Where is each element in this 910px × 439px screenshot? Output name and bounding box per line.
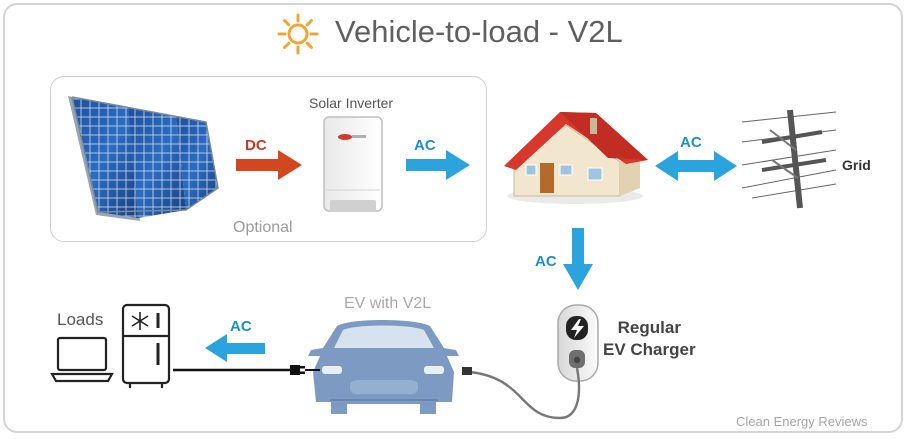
ac-label-car-loads: AC (230, 318, 252, 335)
ac-left-arrow-icon (205, 334, 265, 362)
ev-charger-icon (557, 304, 599, 382)
solar-inverter-label: Solar Inverter (309, 95, 394, 111)
solar-inverter-icon (323, 116, 383, 212)
ac-down-arrow-icon (563, 228, 593, 290)
ac-bidirectional-arrow-icon (655, 151, 737, 181)
car-icon (308, 320, 459, 414)
loads-label: Loads (57, 310, 104, 329)
diagram-title: Vehicle-to-load - V2L (335, 14, 623, 49)
house-icon (504, 112, 648, 204)
ac-label-house-charger: AC (535, 253, 557, 270)
solar-panel-icon (68, 96, 219, 221)
grid-pole-icon (741, 109, 837, 209)
ac-label-house-grid: AC (680, 134, 702, 151)
ac-label-inverter-house: AC (414, 137, 436, 154)
laptop-icon (50, 336, 114, 383)
charger-cable (469, 367, 581, 420)
ac-arrow-icon (406, 150, 470, 180)
grid-label: Grid (842, 157, 871, 173)
dc-label: DC (245, 137, 267, 154)
charger-label-line1: Regular (617, 318, 681, 337)
sun-icon (277, 13, 319, 55)
credit-label: Clean Energy Reviews (736, 414, 868, 429)
optional-label: Optional (233, 219, 293, 236)
ev-v2l-label: EV with V2L (344, 295, 432, 312)
charger-label-line2: EV Charger (603, 340, 696, 359)
plug-icon (290, 365, 320, 375)
refrigerator-icon (121, 303, 171, 388)
snowflake-icon (131, 312, 149, 330)
dc-arrow-icon (236, 150, 302, 180)
charger-label: Regular EV Charger (603, 317, 696, 361)
